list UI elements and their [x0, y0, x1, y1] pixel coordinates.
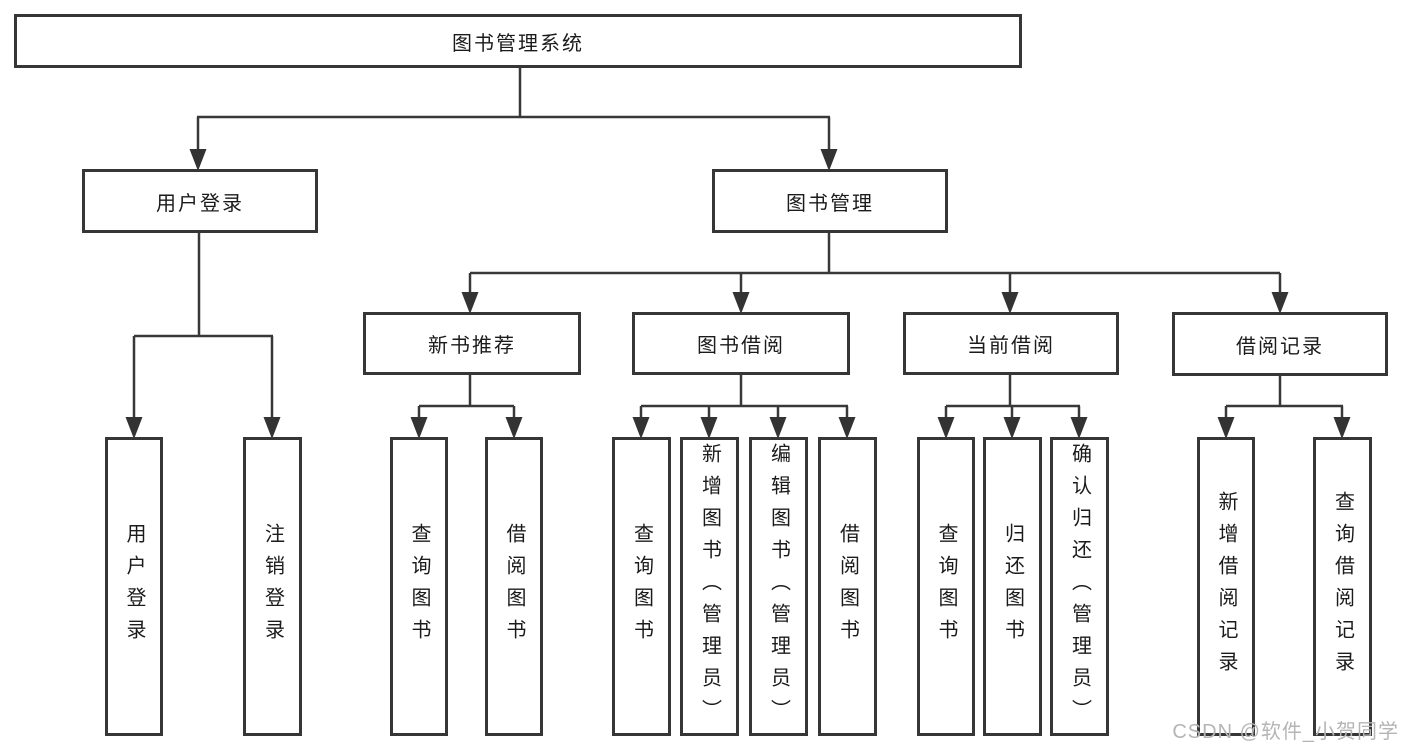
leaf-logout: 注销登录 [243, 437, 302, 736]
node-new-book-recommend-label: 新书推荐 [428, 335, 516, 357]
leaf-edit-book-admin: 编辑图书（管理员） [749, 437, 808, 736]
leaf-current-query-book-label: 查询图书 [935, 522, 957, 651]
leaf-borrow-query-book-label: 查询图书 [630, 522, 653, 651]
leaf-return-book-label: 归还图书 [1001, 522, 1024, 651]
leaf-borrow-query-book: 查询图书 [612, 437, 671, 736]
arrowhead-icons [125, 149, 1351, 439]
leaf-borrow-book-label: 借阅图书 [836, 522, 859, 651]
node-book-management-label: 图书管理 [786, 192, 874, 215]
leaf-recommend-borrow-book: 借阅图书 [485, 437, 543, 736]
leaf-query-borrow-record-label: 查询借阅记录 [1331, 490, 1354, 683]
node-book-borrow: 图书借阅 [632, 312, 850, 375]
node-current-borrow: 当前借阅 [903, 312, 1119, 375]
leaf-return-book: 归还图书 [983, 437, 1042, 736]
leaf-add-borrow-record: 新增借阅记录 [1197, 437, 1255, 736]
node-root-label: 图书管理系统 [452, 32, 584, 55]
node-book-management: 图书管理 [712, 169, 948, 233]
leaf-add-borrow-record-label: 新增借阅记录 [1215, 490, 1237, 683]
leaf-query-borrow-record: 查询借阅记录 [1313, 437, 1372, 736]
leaf-recommend-query-book: 查询图书 [390, 437, 448, 736]
leaf-recommend-borrow-book-label: 借阅图书 [503, 522, 525, 651]
leaf-recommend-query-book-label: 查询图书 [408, 522, 430, 651]
node-user-login-label: 用户登录 [156, 192, 244, 215]
leaf-add-book-admin-label: 新增图书（管理员） [698, 442, 721, 731]
node-user-login: 用户登录 [82, 169, 318, 233]
leaf-confirm-return-admin-label: 确认归还（管理员） [1068, 442, 1091, 731]
node-borrow-record: 借阅记录 [1172, 312, 1388, 376]
leaf-logout-label: 注销登录 [261, 522, 284, 651]
node-current-borrow-label: 当前借阅 [967, 335, 1055, 357]
node-book-borrow-label: 图书借阅 [697, 335, 785, 357]
node-borrow-record-label: 借阅记录 [1236, 335, 1324, 358]
leaf-edit-book-admin-label: 编辑图书（管理员） [767, 442, 790, 731]
leaf-user-login-label: 用户登录 [123, 522, 145, 651]
leaf-add-book-admin: 新增图书（管理员） [680, 437, 739, 736]
leaf-user-login: 用户登录 [105, 437, 163, 736]
leaf-current-query-book: 查询图书 [917, 437, 975, 736]
leaf-confirm-return-admin: 确认归还（管理员） [1050, 437, 1109, 736]
node-new-book-recommend: 新书推荐 [363, 312, 581, 375]
csdn-watermark: CSDN @软件_小贺同学 [1172, 721, 1399, 743]
node-root: 图书管理系统 [14, 14, 1022, 68]
leaf-borrow-book: 借阅图书 [818, 437, 877, 736]
